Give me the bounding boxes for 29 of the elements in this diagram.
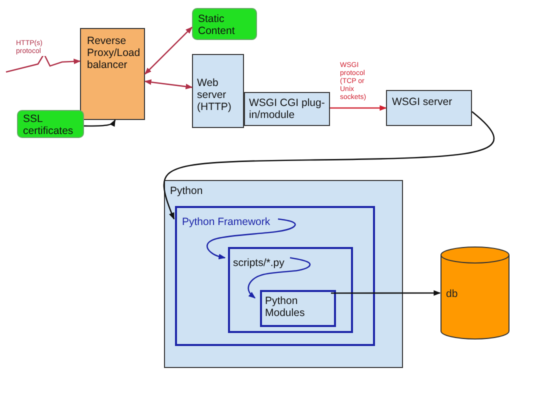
- arrow: [144, 26, 192, 74]
- arrow: [84, 119, 116, 127]
- process-box: [80, 28, 145, 120]
- node-label: SSL certificates: [23, 113, 74, 137]
- process-box: [192, 8, 257, 40]
- arrow: [248, 257, 310, 298]
- node-label: Python Modules: [265, 295, 306, 319]
- node-label: db: [446, 288, 459, 300]
- node-label: Python Framework: [182, 216, 272, 228]
- container-box: [164, 180, 403, 368]
- node-label: Python: [170, 185, 204, 197]
- container-box: [175, 206, 375, 346]
- process-box: [386, 90, 472, 126]
- process-box: [17, 110, 84, 138]
- arrow: [144, 79, 193, 90]
- node-label: scripts/*.py: [233, 257, 286, 269]
- arrow: [330, 105, 387, 111]
- node-label: Web server (HTTP): [197, 77, 232, 113]
- node-label: WSGI server: [392, 96, 454, 108]
- arrow: [163, 111, 495, 220]
- process-box: [192, 54, 244, 128]
- module-box: [260, 290, 336, 327]
- arrow: [331, 290, 441, 296]
- container-box: [228, 247, 353, 333]
- node-label: WSGI CGI plug-in/module: [249, 97, 326, 121]
- process-box: [244, 92, 330, 126]
- arrow: [206, 218, 296, 260]
- node-label: Static Content: [198, 13, 236, 37]
- node-label: Reverse Proxy/Load balancer: [87, 35, 142, 71]
